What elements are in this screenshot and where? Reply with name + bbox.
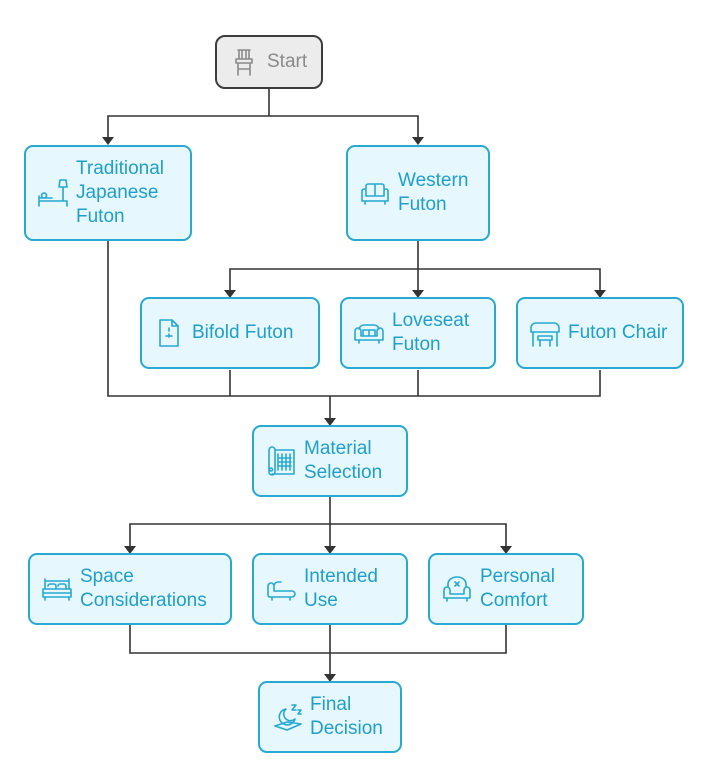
- node-label: Final Decision: [310, 694, 383, 739]
- armchair-icon: [440, 572, 474, 606]
- node-label: Space Considerations: [80, 566, 207, 611]
- node-start: Start: [215, 35, 323, 89]
- node-material-selection: Material Selection: [252, 425, 408, 497]
- node-intended-use: Intended Use: [252, 553, 408, 625]
- node-label: Loveseat Futon: [392, 310, 470, 355]
- node-traditional-japanese-futon: Traditional Japanese Futon: [24, 145, 192, 241]
- node-label: Intended Use: [304, 566, 378, 611]
- edge-western-split: [229, 241, 601, 290]
- node-loveseat-futon: Loveseat Futon: [340, 297, 496, 369]
- arrowhead: [594, 290, 606, 298]
- bed-lamp-icon: [36, 176, 70, 210]
- chair-icon: [227, 45, 261, 79]
- arrowhead: [324, 546, 336, 554]
- node-label: Material Selection: [304, 438, 383, 483]
- node-personal-comfort: Personal Comfort: [428, 553, 584, 625]
- arrowhead: [412, 137, 424, 145]
- double-bed-icon: [40, 572, 74, 606]
- node-futon-chair: Futon Chair: [516, 297, 684, 369]
- sleep-icon: [270, 700, 304, 734]
- node-bifold-futon: Bifold Futon: [140, 297, 320, 369]
- chaise-lounge-icon: [264, 572, 298, 606]
- arrowhead: [500, 546, 512, 554]
- node-western-futon: Western Futon: [346, 145, 490, 241]
- edge-material-split: [129, 497, 507, 546]
- arrowhead: [124, 546, 136, 554]
- node-space-considerations: Space Considerations: [28, 553, 232, 625]
- edge-converge-final: [129, 625, 507, 674]
- fabric-roll-icon: [264, 444, 298, 478]
- node-label: Personal Comfort: [480, 566, 555, 611]
- arrowhead: [412, 290, 424, 298]
- node-label: Futon Chair: [568, 322, 668, 343]
- folded-document-icon: [152, 316, 186, 350]
- node-label: Western Futon: [398, 170, 469, 215]
- node-label: Traditional Japanese Futon: [76, 158, 165, 227]
- loveseat-icon: [352, 316, 386, 350]
- arrowhead: [324, 418, 336, 426]
- node-label: Bifold Futon: [192, 322, 294, 343]
- desk-chair-icon: [528, 316, 562, 350]
- arrowhead: [102, 137, 114, 145]
- arrowhead: [324, 674, 336, 682]
- node-final-decision: Final Decision: [258, 681, 402, 753]
- arrowhead: [224, 290, 236, 298]
- edge-converge-material: [107, 241, 601, 418]
- sofa-icon: [358, 176, 392, 210]
- edge-start-split: [107, 89, 419, 137]
- node-label: Start: [267, 51, 308, 72]
